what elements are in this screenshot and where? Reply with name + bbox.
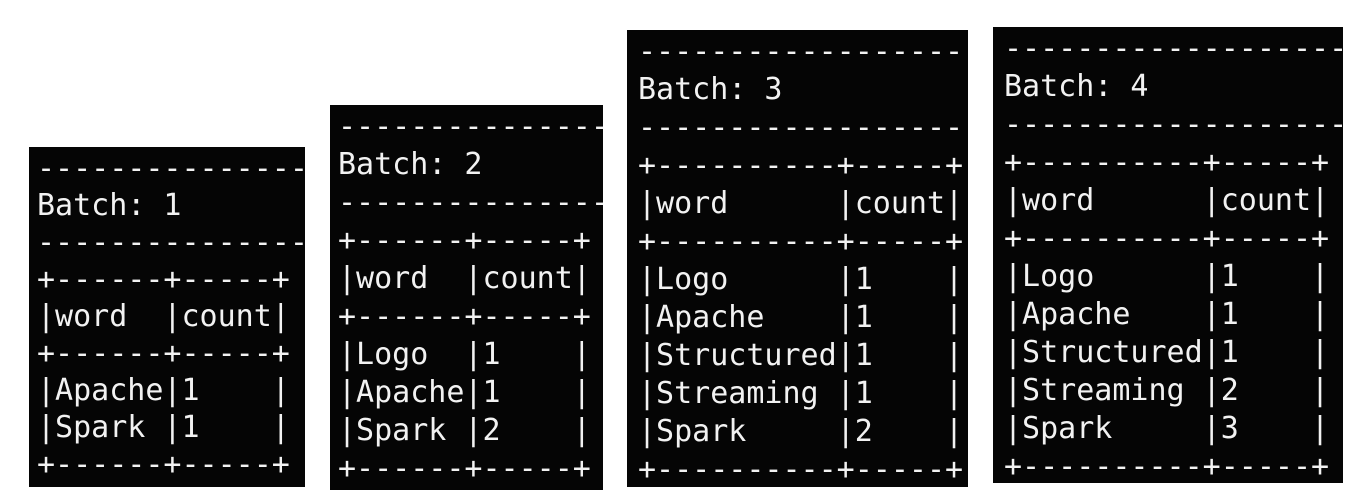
- terminal-panel-batch-3: ----------------------------------------…: [627, 30, 968, 487]
- terminal-panel-batch-2: ----------------------------------------…: [330, 105, 603, 490]
- terminal-output-batch-2: ----------------------------------------…: [338, 109, 603, 486]
- terminal-panel-batch-1: ----------------------------------------…: [29, 147, 305, 487]
- terminal-output-batch-3: ----------------------------------------…: [638, 34, 968, 487]
- terminal-output-batch-1: ----------------------------------------…: [37, 151, 305, 482]
- terminal-output-batch-4: ----------------------------------------…: [1004, 31, 1343, 483]
- terminal-panel-batch-4: ----------------------------------------…: [993, 27, 1343, 483]
